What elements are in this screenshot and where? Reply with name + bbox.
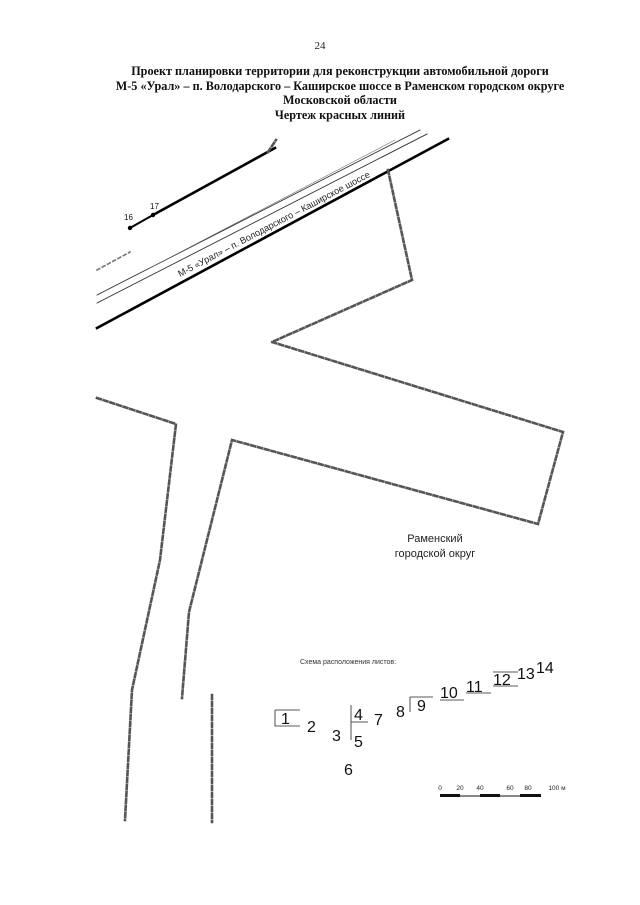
- scale-tick-0: 0: [438, 785, 442, 792]
- sheet-1-frame: [274, 710, 300, 727]
- sheet-scheme-title: Схема расположения листов:: [300, 659, 396, 666]
- scale-bar-seg-1: [440, 794, 460, 797]
- title-line-1: Проект планировки территории для реконст…: [131, 64, 549, 78]
- point-16-label: 16: [124, 213, 133, 222]
- sheet-5: 5: [354, 734, 363, 751]
- title-line-3: Московской области: [283, 93, 397, 108]
- existing-boundary: [95, 250, 132, 272]
- scale-tick-40: 40: [476, 785, 484, 792]
- scale-bar: 0 20 40 60 80 100 м: [438, 785, 566, 797]
- red-line-segment: [128, 213, 155, 230]
- title-line-2: М-5 «Урал» – п. Володарского – Каширское…: [115, 78, 565, 93]
- road-centerline-1: [96, 129, 421, 296]
- point-16-marker: [127, 225, 133, 231]
- scale-bar-seg-2: [480, 794, 500, 797]
- district-label-line-2: городской округ: [395, 548, 476, 560]
- sheet-3: 3: [332, 728, 341, 745]
- sheet-12: 12: [493, 672, 511, 689]
- road-centerline-3: [149, 139, 396, 269]
- road-edge-south: [95, 137, 450, 330]
- sheet-10: 10: [440, 685, 458, 702]
- scale-tick-60: 60: [506, 785, 514, 792]
- point-17-label: 17: [150, 202, 159, 211]
- page-number: 24: [314, 40, 326, 52]
- boundary-small-top: [266, 138, 278, 154]
- boundary-upper-loop: [180, 168, 565, 700]
- district-label-line-1: Раменский: [407, 533, 462, 545]
- sheet-7: 7: [374, 712, 383, 729]
- sheet-9: 9: [417, 698, 426, 715]
- point-17-marker: [150, 212, 156, 218]
- road-edge-north: [151, 146, 277, 217]
- drawing-title: Проект планировки территории для реконст…: [60, 64, 620, 122]
- sheet-2: 2: [307, 719, 316, 736]
- sheet-11: 11: [466, 679, 483, 696]
- boundary-left: [95, 396, 178, 822]
- sheet-1: 1: [281, 711, 290, 728]
- sheet-14: 14: [536, 660, 554, 677]
- sheet-4: 4: [354, 707, 363, 724]
- scale-tick-80: 80: [524, 785, 532, 792]
- title-line-4: Чертеж красных линий: [274, 107, 406, 122]
- scale-bar-seg-3: [520, 794, 541, 797]
- sheet-scheme: 1 2 3 4 5 6 7 8 9 10 11 12 13 14: [274, 660, 554, 779]
- scale-tick-100: 100 м: [548, 785, 566, 792]
- road-centerline-2: [96, 133, 428, 304]
- sheet-6: 6: [344, 762, 353, 779]
- sheet-8: 8: [396, 704, 405, 721]
- scale-tick-20: 20: [456, 785, 464, 792]
- sheet-13: 13: [517, 666, 535, 683]
